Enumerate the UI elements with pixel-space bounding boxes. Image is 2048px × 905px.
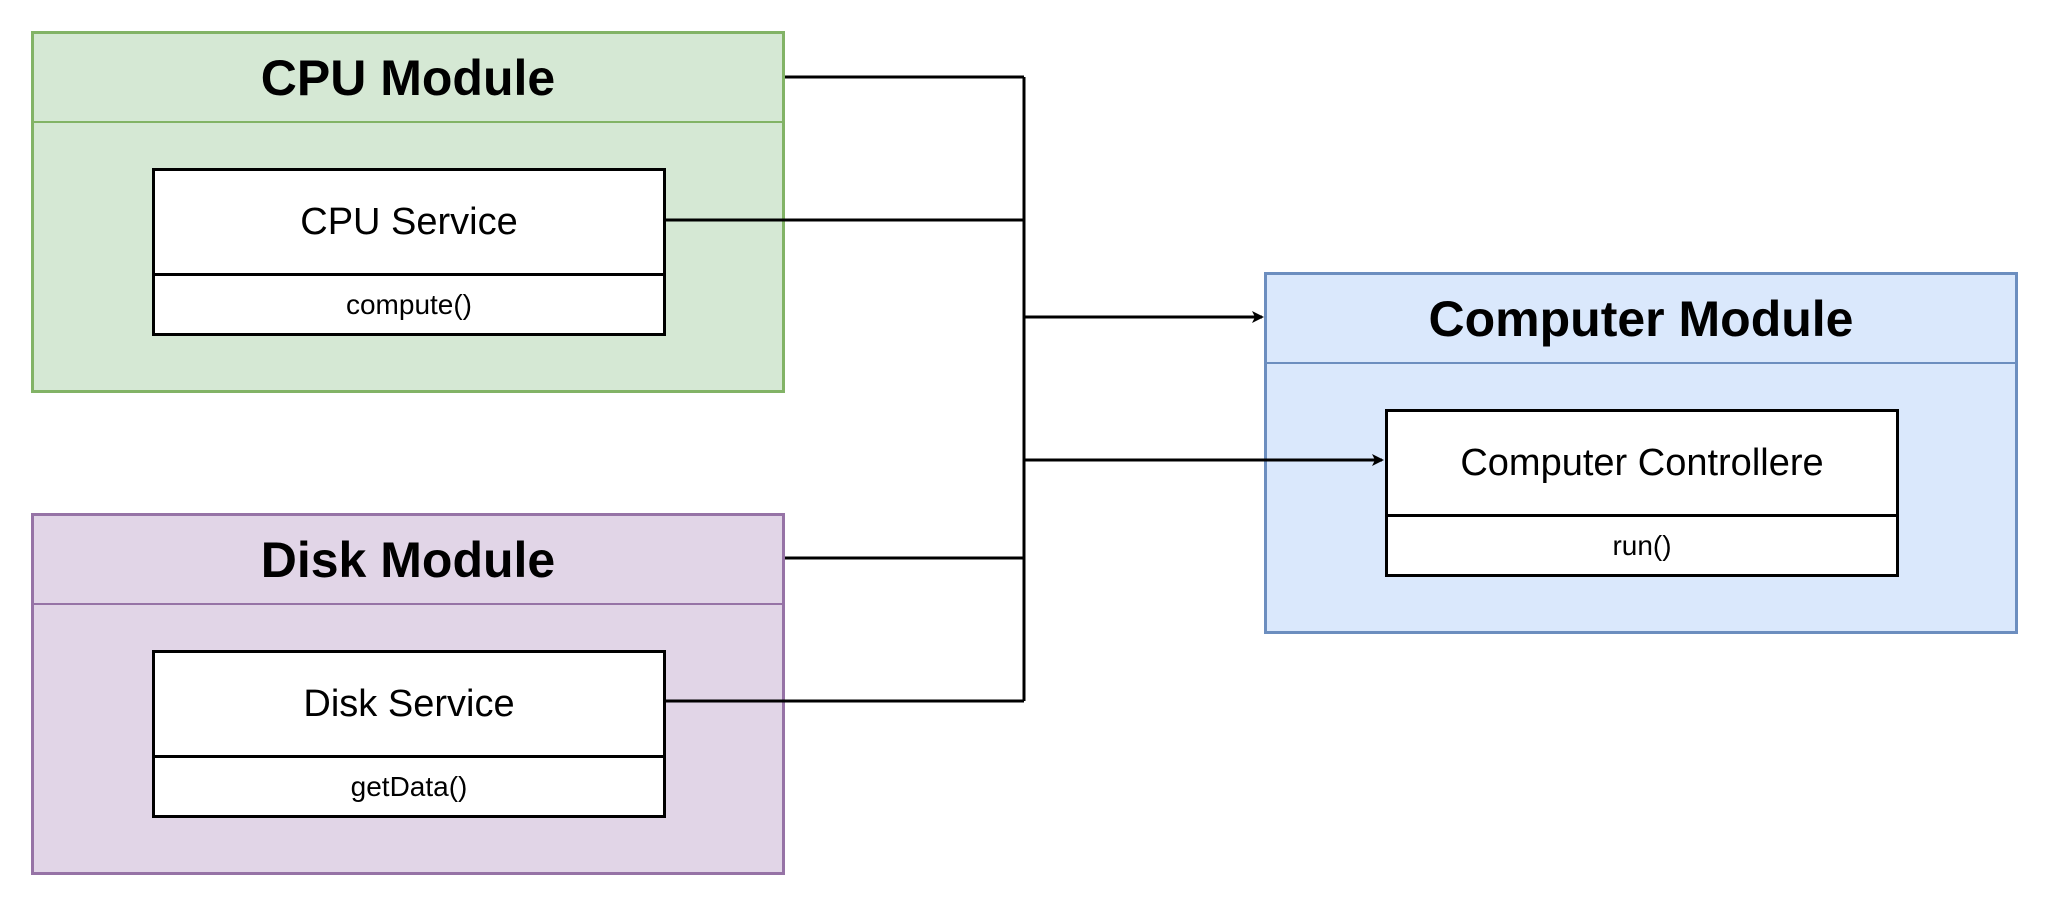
cpu-service-class[interactable]: CPU Service compute(): [152, 168, 666, 336]
computer-module[interactable]: Computer Module Computer Controllere run…: [1264, 272, 2018, 634]
cpu-service-method: compute(): [345, 288, 473, 320]
disk-service-name: Disk Service: [155, 653, 663, 758]
disk-service-method: getData(): [350, 770, 468, 802]
computer-controller-class[interactable]: Computer Controllere run(): [1385, 409, 1899, 577]
cpu-module[interactable]: CPU Module CPU Service compute(): [31, 31, 785, 393]
computer-controller-method: run(): [1612, 529, 1672, 561]
computer-module-title: Computer Module: [1267, 275, 2015, 364]
disk-service-class[interactable]: Disk Service getData(): [152, 650, 666, 818]
cpu-service-name: CPU Service: [155, 171, 663, 276]
disk-module[interactable]: Disk Module Disk Service getData(): [31, 513, 785, 875]
cpu-module-title: CPU Module: [34, 34, 782, 123]
disk-module-title: Disk Module: [34, 516, 782, 605]
computer-controller-name: Computer Controllere: [1388, 412, 1896, 517]
